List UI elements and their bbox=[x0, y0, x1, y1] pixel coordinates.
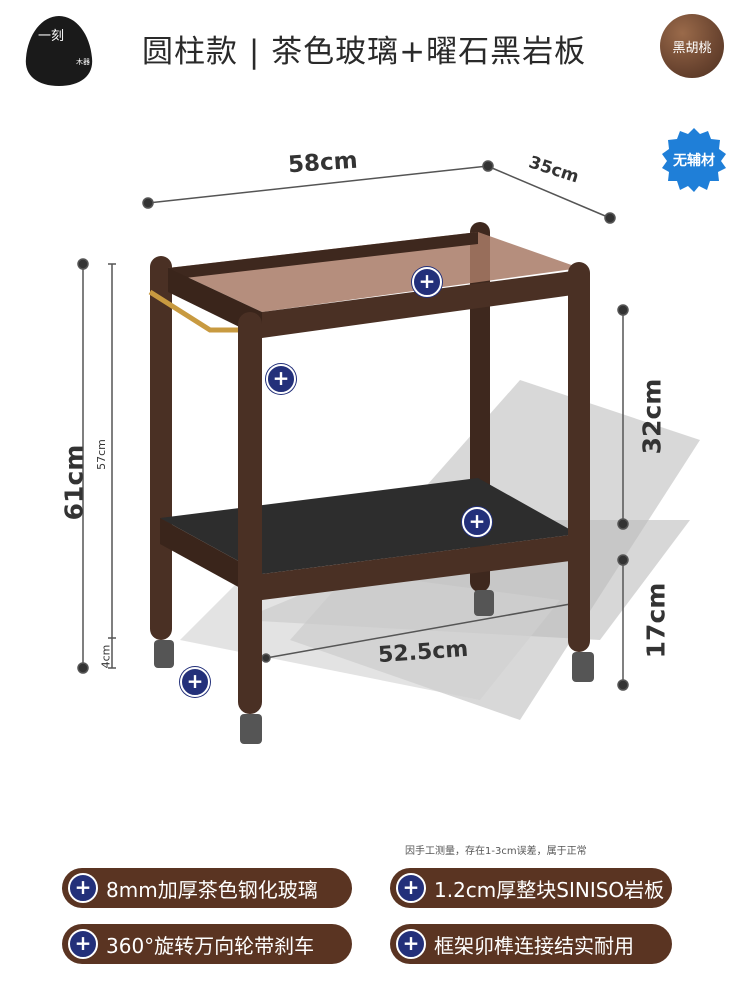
feature-glass: + 8mm加厚茶色钢化玻璃 bbox=[62, 868, 352, 908]
hotspot-handle[interactable]: + bbox=[266, 364, 296, 394]
feature-slate: + 1.2cm厚整块SINISO岩板 bbox=[390, 868, 672, 908]
feature-label: 框架卯榫连接结实耐用 bbox=[434, 933, 634, 958]
frame-height-label: 57cm bbox=[94, 439, 108, 470]
width-dimension-label: 58cm bbox=[287, 147, 359, 179]
seal-badge-label: 无辅材 bbox=[673, 153, 715, 169]
plus-icon: + bbox=[68, 873, 98, 903]
feature-wheels: + 360°旋转万向轮带刹车 bbox=[62, 924, 352, 964]
plus-icon: + bbox=[396, 929, 426, 959]
wheel-height-label: 4cm bbox=[99, 644, 113, 669]
page-title: 圆柱款 | 茶色玻璃+曜石黑岩板 bbox=[142, 34, 587, 70]
measurement-note: 因手工测量，存在1-3cm误差，属于正常 bbox=[405, 846, 587, 857]
hotspot-glass[interactable]: + bbox=[412, 267, 442, 297]
shelf-gap-label: 32cm bbox=[637, 378, 667, 455]
plus-icon: + bbox=[68, 929, 98, 959]
wood-type-badge: 黑胡桃 bbox=[660, 14, 724, 78]
total-height-label: 61cm bbox=[59, 444, 89, 521]
cart-illustration bbox=[77, 160, 700, 744]
feature-label: 8mm加厚茶色钢化玻璃 bbox=[106, 877, 318, 902]
brand-logo: 一刻 木器 bbox=[24, 14, 94, 88]
no-accessory-badge: 无辅材 bbox=[660, 126, 728, 194]
seal-shape-icon bbox=[662, 128, 726, 192]
feature-label: 1.2cm厚整块SINISO岩板 bbox=[434, 877, 665, 902]
logo-sub-text: 木器 bbox=[76, 57, 90, 66]
hotspot-wheel[interactable]: + bbox=[180, 667, 210, 697]
feature-label: 360°旋转万向轮带刹车 bbox=[106, 933, 315, 958]
plus-icon: + bbox=[396, 873, 426, 903]
bottom-shelf-height-label: 17cm bbox=[641, 582, 671, 659]
logo-main-text: 一刻 bbox=[38, 29, 64, 44]
hotspot-slate[interactable]: + bbox=[462, 507, 492, 537]
feature-joinery: + 框架卯榫连接结实耐用 bbox=[390, 924, 672, 964]
